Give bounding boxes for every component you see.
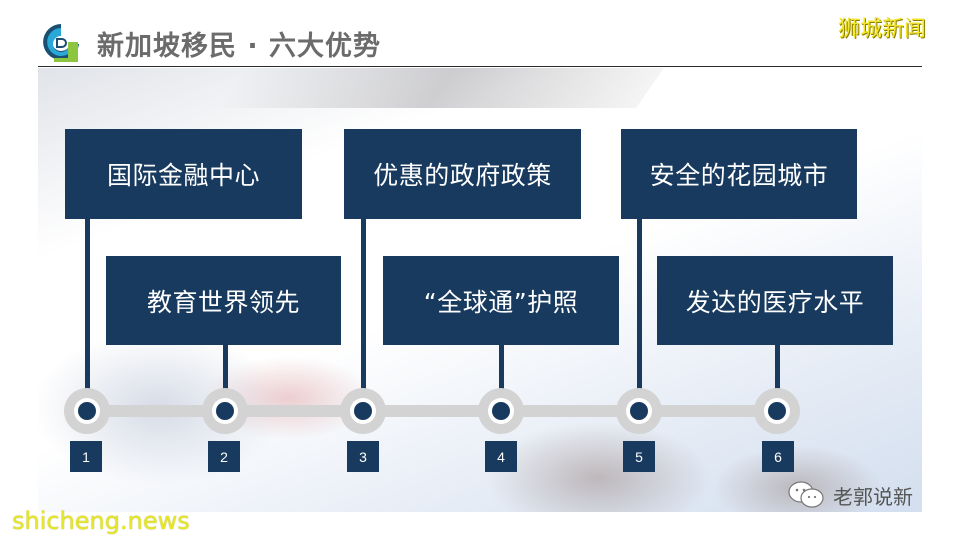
wechat-icon (788, 481, 824, 508)
background-streak (215, 68, 665, 108)
header-divider (38, 66, 922, 67)
node-dot-icon (216, 402, 234, 420)
connector-5 (637, 219, 642, 411)
advantage-card-2: 教育世界领先 (106, 256, 341, 345)
timeline-track (87, 405, 777, 417)
advantage-label: 发达的医疗水平 (685, 287, 865, 317)
timeline-node-3 (340, 388, 386, 434)
gd-logo-icon (43, 24, 79, 62)
number-badge-2: 2 (208, 441, 240, 472)
site-watermark: shicheng.news (12, 507, 190, 535)
timeline-node-4 (478, 388, 524, 434)
node-dot-icon (768, 402, 786, 420)
node-dot-icon (492, 402, 510, 420)
connector-1 (85, 219, 90, 411)
wechat-account-name: 老郭说新 (833, 484, 913, 509)
advantage-label: 国际金融中心 (106, 161, 260, 190)
advantage-card-1: 国际金融中心 (65, 129, 302, 219)
timeline-node-2 (202, 388, 248, 434)
node-dot-icon (354, 402, 372, 420)
node-dot-icon (78, 402, 96, 420)
number-badge-3: 3 (347, 441, 379, 472)
advantage-label: “全球通”护照 (423, 287, 579, 317)
number-badge-4: 4 (485, 441, 517, 472)
page-title: 新加坡移民 · 六大优势 (97, 31, 382, 62)
advantage-card-3: 优惠的政府政策 (344, 129, 581, 219)
timeline-node-1 (64, 388, 110, 434)
connector-6 (775, 345, 780, 411)
timeline-node-5 (616, 388, 662, 434)
timeline-node-6 (754, 388, 800, 434)
number-badge-1: 1 (70, 441, 102, 472)
brand-watermark: 狮城新闻 (838, 17, 927, 42)
number-badge-6: 6 (762, 441, 794, 472)
node-dot-icon (630, 402, 648, 420)
connector-2 (223, 345, 228, 411)
connector-4 (499, 345, 504, 411)
advantage-card-6: 发达的医疗水平 (657, 256, 893, 345)
advantage-card-4: “全球通”护照 (383, 256, 619, 345)
connector-3 (361, 219, 366, 411)
advantage-label: 教育世界领先 (146, 287, 300, 317)
wechat-account-watermark: 老郭说新 (787, 480, 913, 510)
number-badge-5: 5 (623, 441, 655, 472)
advantage-card-5: 安全的花园城市 (621, 129, 857, 219)
advantage-label: 优惠的政府政策 (373, 161, 552, 190)
advantage-label: 安全的花园城市 (649, 161, 829, 190)
